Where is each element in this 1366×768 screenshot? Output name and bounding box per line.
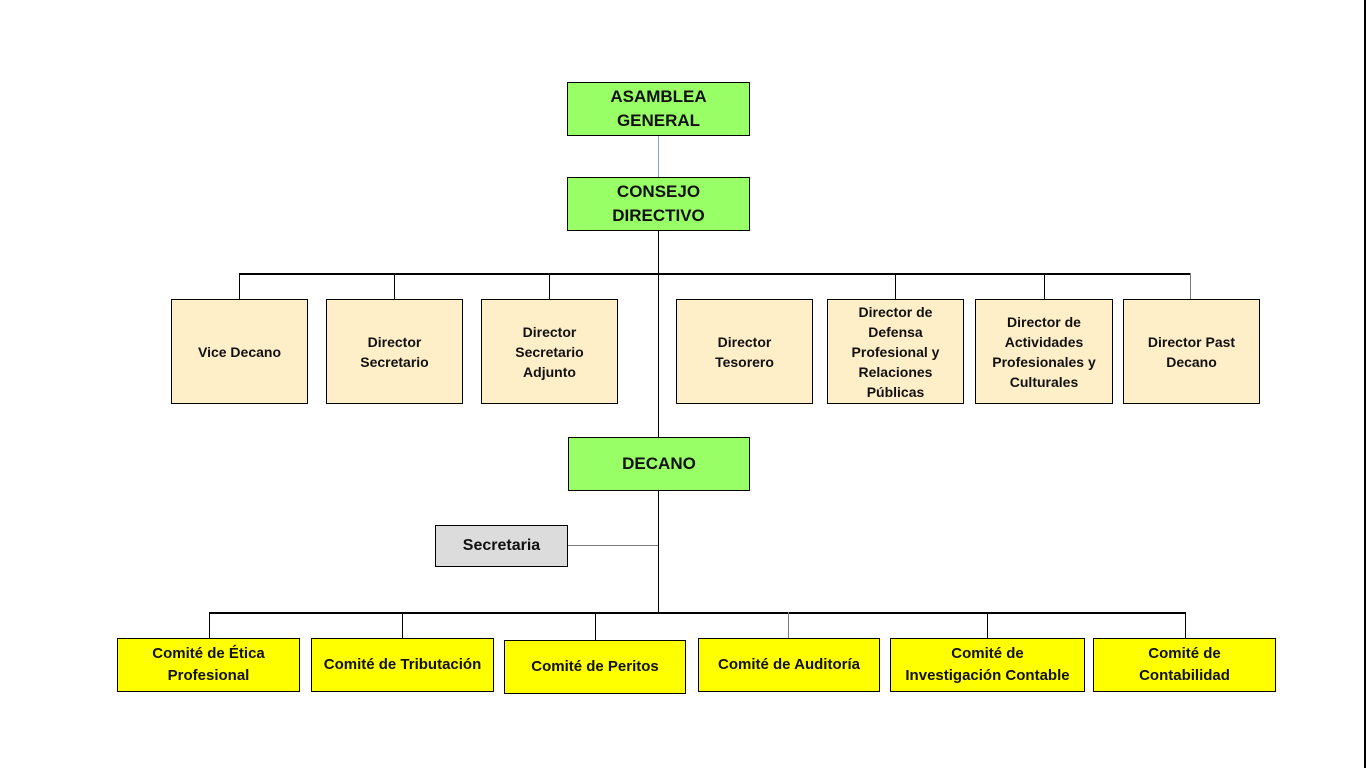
- connector-consejo-trunk: [658, 230, 659, 438]
- node-decano: DECANO: [568, 437, 750, 491]
- connector-director-actividades: [1044, 273, 1045, 299]
- connector-comite-peritos: [595, 612, 596, 640]
- connector-decano-trunk: [658, 490, 659, 613]
- connector-vice-decano: [239, 273, 240, 299]
- connector-committees-bus: [209, 612, 1186, 614]
- node-comite-tributacion: Comité de Tributación: [311, 638, 494, 692]
- connector-secretaria: [567, 545, 658, 546]
- node-comite-investigacion-contable: Comité de Investigación Contable: [890, 638, 1085, 692]
- connector-director-secretario-adjunto: [549, 273, 550, 299]
- node-asamblea-general: ASAMBLEA GENERAL: [567, 82, 750, 136]
- connector-comite-etica: [209, 612, 210, 638]
- node-comite-auditoria: Comité de Auditoría: [698, 638, 880, 692]
- node-consejo-directivo: CONSEJO DIRECTIVO: [567, 177, 750, 231]
- connector-comite-contabilidad: [1185, 612, 1186, 638]
- node-secretaria: Secretaria: [435, 525, 568, 567]
- connector-asamblea-consejo: [658, 135, 659, 178]
- connector-director-defensa: [895, 273, 896, 299]
- node-director-secretario-adjunto: Director Secretario Adjunto: [481, 299, 618, 404]
- node-director-past-decano: Director Past Decano: [1123, 299, 1260, 404]
- node-director-secretario: Director Secretario: [326, 299, 463, 404]
- node-director-actividades-profesionales: Director de Actividades Profesionales y …: [975, 299, 1113, 404]
- node-director-tesorero: Director Tesorero: [676, 299, 813, 404]
- connector-directors-bus: [239, 273, 1191, 275]
- node-comite-contabilidad: Comité de Contabilidad: [1093, 638, 1276, 692]
- connector-director-past-decano: [1190, 273, 1191, 299]
- connector-comite-auditoria: [788, 612, 789, 638]
- connector-director-secretario: [394, 273, 395, 299]
- node-comite-etica-profesional: Comité de Ética Profesional: [117, 638, 300, 692]
- node-comite-peritos: Comité de Peritos: [504, 640, 686, 694]
- node-vice-decano: Vice Decano: [171, 299, 308, 404]
- connector-comite-tributacion: [402, 612, 403, 638]
- right-edge-border: [1364, 0, 1366, 768]
- node-director-defensa-profesional: Director de Defensa Profesional y Relaci…: [827, 299, 964, 404]
- connector-comite-investigacion: [987, 612, 988, 638]
